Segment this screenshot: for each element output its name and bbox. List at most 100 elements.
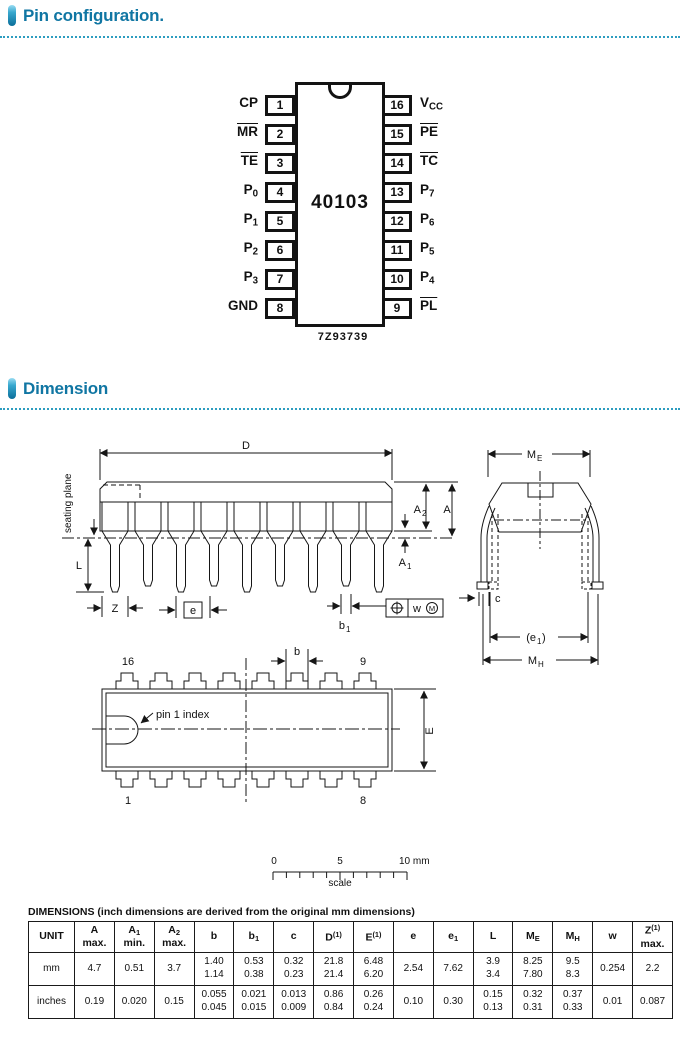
value-cell: 0.254 — [592, 951, 634, 986]
ic-notch-icon — [328, 85, 352, 99]
table-column-header: E(1) — [353, 921, 394, 953]
table-title: DIMENSIONS (inch dimensions are derived … — [28, 906, 415, 918]
side-view — [62, 449, 458, 619]
table-column-header: b1 — [233, 921, 275, 953]
pin-number-box: 15 — [382, 124, 412, 145]
pin-number-box: 16 — [382, 95, 412, 116]
pin-label-right: P7 — [420, 182, 435, 200]
pin-number-box: 6 — [265, 240, 295, 261]
pin-label-right: TC — [420, 153, 438, 168]
pin16-number: 16 — [122, 656, 134, 668]
dotted-divider — [0, 408, 680, 410]
dim-label-Z: Z — [112, 603, 119, 615]
dim-label-L: L — [76, 560, 82, 572]
pin8-number: 8 — [360, 795, 366, 807]
section-title-dimension: Dimension — [23, 378, 109, 398]
ic-part-number: 40103 — [311, 192, 369, 213]
pin-label-left: TE — [240, 153, 258, 168]
pin-number-box: 5 — [265, 211, 295, 232]
dim-label-c: c — [495, 593, 501, 605]
value-cell: 0.15 — [153, 984, 195, 1019]
pin-number-box: 7 — [265, 269, 295, 290]
seating-plane-label: seating plane — [63, 473, 74, 533]
unit-cell: mm — [28, 951, 75, 986]
pin-label-left: P2 — [243, 240, 258, 258]
pin-label-right: P5 — [420, 240, 435, 258]
top-view-lead — [353, 770, 377, 788]
pin1-index-label: pin 1 index — [156, 709, 210, 721]
top-view-lead — [251, 770, 275, 788]
pin-label-right: VCC — [420, 95, 444, 113]
pin-number-box: 1 — [265, 95, 295, 116]
value-cell: 2.2 — [632, 951, 673, 986]
top-view-lead — [183, 672, 207, 690]
pin-label-right: P4 — [420, 269, 435, 287]
top-view-lead — [319, 672, 343, 690]
tolerance-w-label: w — [412, 603, 421, 615]
value-cell: 2.54 — [392, 951, 434, 986]
table-column-header: Z(1)max. — [632, 921, 673, 953]
value-cell: 0.30 — [432, 984, 474, 1019]
svg-text:H: H — [538, 660, 544, 669]
top-view — [92, 649, 436, 802]
top-view-lead — [285, 770, 309, 788]
section-header-pin-configuration: Pin configuration. — [8, 5, 164, 26]
pin-label-left: P0 — [243, 182, 258, 200]
top-view-lead — [183, 770, 207, 788]
scale-tick-5: 5 — [337, 856, 343, 867]
pin-number-box: 10 — [382, 269, 412, 290]
value-cell: 0.51 — [113, 951, 155, 986]
table-column-header: w — [592, 921, 634, 953]
figure-code: 7Z93739 — [317, 331, 369, 343]
unit-cell: inches — [28, 984, 75, 1019]
section-title-pin-configuration: Pin configuration. — [23, 5, 164, 25]
pin-label-left: GND — [228, 298, 258, 313]
dim-label-A: A — [443, 504, 451, 516]
svg-text:1: 1 — [346, 625, 351, 634]
pin-label-left: P1 — [243, 211, 258, 229]
pin-label-left: CP — [239, 95, 258, 110]
dimension-drawing: D seating plane L Z e b 1 w M A 2 A A 1 … — [62, 440, 604, 889]
scale-bar — [272, 871, 408, 880]
pin-number-box: 12 — [382, 211, 412, 232]
table-column-header: c — [273, 921, 315, 953]
dim-label-A2: A — [414, 504, 422, 516]
top-view-lead — [149, 770, 173, 788]
scale-tick-0: 0 — [271, 856, 277, 867]
dim-label-ME: M — [527, 449, 536, 461]
dim-label-D: D — [242, 440, 250, 452]
dim-label-MH: M — [528, 655, 537, 667]
pin-number-box: 14 — [382, 153, 412, 174]
value-cell: 4.7 — [74, 951, 115, 986]
svg-text:1: 1 — [537, 637, 542, 646]
end-view — [459, 450, 604, 665]
top-view-lead — [319, 770, 343, 788]
top-view-lead — [115, 672, 139, 690]
pin-number-box: 8 — [265, 298, 295, 319]
dim-label-e: e — [190, 605, 196, 617]
top-view-lead — [353, 672, 377, 690]
top-view-lead — [115, 770, 139, 788]
table-column-header: e — [392, 921, 434, 953]
table-column-header: D(1) — [313, 921, 355, 953]
drawing-labels: D seating plane L Z e b 1 w M A 2 A A 1 … — [63, 440, 546, 889]
value-cell: 0.10 — [392, 984, 434, 1019]
value-cell: 0.020 — [113, 984, 155, 1019]
top-view-lead — [217, 672, 241, 690]
dim-label-E: E — [424, 727, 436, 734]
